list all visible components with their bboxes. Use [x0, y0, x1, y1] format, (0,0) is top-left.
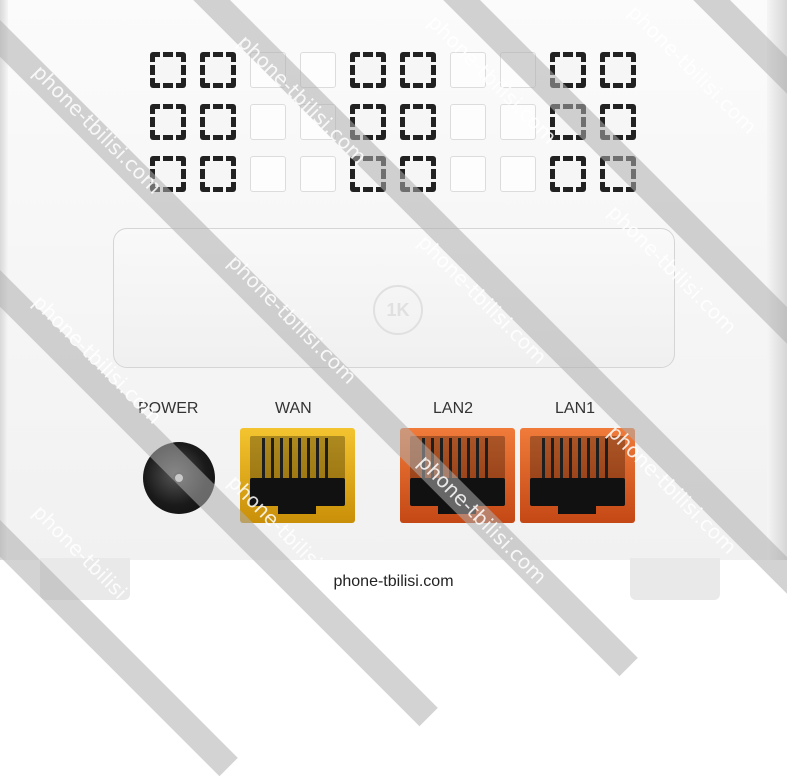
power-label: POWER — [138, 400, 199, 417]
wan-port[interactable] — [240, 428, 355, 523]
brand-logo: 1K — [373, 285, 423, 335]
port-clip-notch — [558, 496, 596, 514]
vent-hole — [400, 52, 436, 88]
vent-hole — [550, 156, 586, 192]
watermark-caption: phone-tbilisi.com — [333, 573, 454, 590]
vent-hole — [450, 156, 486, 192]
vent-hole — [250, 104, 286, 140]
vent-hole — [450, 104, 486, 140]
vent-hole — [250, 156, 286, 192]
vent-hole — [400, 104, 436, 140]
router-right-edge — [767, 0, 787, 560]
port-pins — [542, 438, 614, 480]
port-pins — [262, 438, 334, 480]
vent-hole — [350, 52, 386, 88]
wan-label: WAN — [275, 400, 312, 417]
vent-hole — [500, 104, 536, 140]
vent-hole — [150, 104, 186, 140]
vent-hole — [200, 156, 236, 192]
lan1-port[interactable] — [520, 428, 635, 523]
vent-hole — [450, 52, 486, 88]
vent-hole — [200, 52, 236, 88]
port-clip-notch — [278, 496, 316, 514]
vent-hole — [500, 156, 536, 192]
vent-hole — [150, 52, 186, 88]
lan2-label: LAN2 — [433, 400, 474, 417]
vent-hole — [550, 52, 586, 88]
router-foot-right — [630, 558, 720, 600]
ventilation-grid — [150, 52, 640, 192]
lan1-label: LAN1 — [555, 400, 596, 417]
vent-hole — [600, 52, 636, 88]
vent-hole — [300, 156, 336, 192]
vent-hole — [200, 104, 236, 140]
